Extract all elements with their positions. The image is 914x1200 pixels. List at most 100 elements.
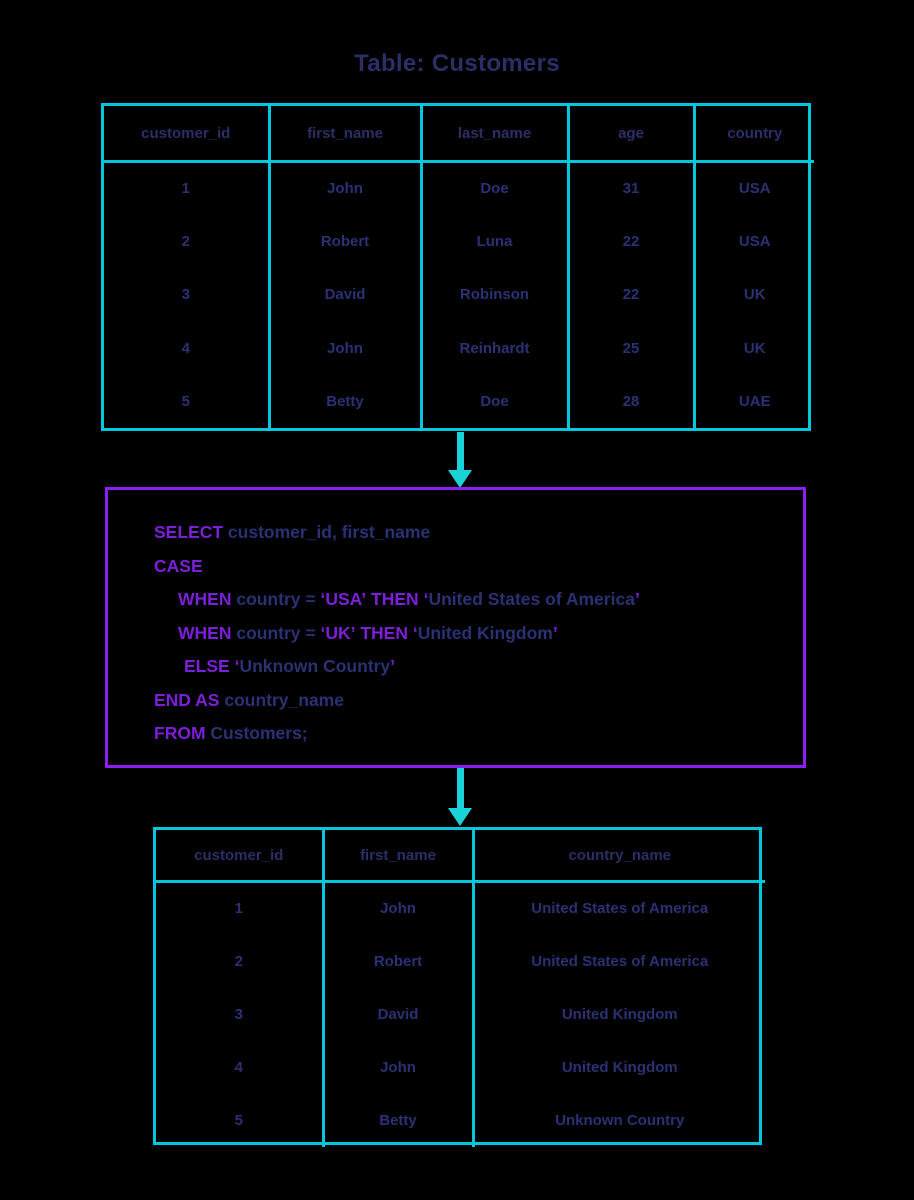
customers-cell-country: USA bbox=[738, 180, 771, 198]
result-cell-first_name: Betty bbox=[323, 1093, 475, 1147]
sql-keyword: FROM bbox=[154, 723, 206, 743]
sql-keyword: ‘USA’ bbox=[320, 589, 367, 609]
result-column-header-customer_id: customer_id bbox=[156, 830, 325, 883]
customers-cell-last_name: Doe bbox=[421, 374, 570, 428]
sql-line-2: CASE bbox=[154, 550, 803, 584]
customers-cell-customer_id: 5 bbox=[104, 374, 271, 428]
page-title: Table: Customers bbox=[354, 50, 560, 77]
sql-line-3: WHEN country = ‘USA’ THEN ‘United States… bbox=[154, 583, 803, 617]
customers-cell-last_name: Doe bbox=[421, 161, 570, 215]
result-cell-customer_id: 5 bbox=[156, 1093, 325, 1147]
arrow-head-icon bbox=[448, 808, 472, 826]
sql-text: Customers; bbox=[205, 723, 308, 743]
customers-cell-customer_id: 2 bbox=[104, 214, 271, 269]
arrow-head-icon bbox=[448, 470, 472, 488]
customers-cell-customer_id: 3 bbox=[104, 268, 271, 322]
arrow-customers-to-query bbox=[445, 432, 475, 488]
sql-line-6: END AS country_name bbox=[154, 684, 803, 718]
result-cell-country_name: United Kingdom bbox=[561, 1005, 678, 1023]
sql-line-7: FROM Customers; bbox=[154, 717, 803, 751]
customers-cell-age: 22 bbox=[568, 268, 696, 322]
sql-text: Unknown Country bbox=[239, 656, 391, 676]
sql-keyword: ‘ bbox=[412, 622, 418, 643]
customers-column-header-customer_id: customer_id bbox=[104, 106, 271, 163]
customers-cell-first_name: John bbox=[269, 321, 423, 375]
sql-text: United States of America bbox=[428, 589, 635, 609]
sql-keyword: ’ bbox=[390, 656, 396, 676]
customers-cell-age: 31 bbox=[568, 161, 696, 215]
customers-cell-country: UAE bbox=[738, 392, 771, 410]
sql-keyword: ‘ bbox=[423, 589, 429, 609]
sql-keyword: CASE bbox=[154, 555, 203, 576]
customers-cell-first_name: Robert bbox=[269, 214, 423, 269]
customers-cell-last_name: Reinhardt bbox=[421, 321, 570, 375]
customers-cell-first_name: Betty bbox=[269, 374, 423, 428]
customers-cell-country: UK bbox=[743, 339, 766, 357]
customers-cell-first_name: John bbox=[269, 161, 423, 215]
customers-cell-customer_id: 1 bbox=[104, 161, 271, 215]
result-column-header-country_name: country_name bbox=[473, 830, 765, 883]
sql-line-5: ELSE ‘Unknown Country’ bbox=[154, 650, 803, 684]
customers-cell-age: 25 bbox=[568, 321, 696, 375]
customers-column-header-last_name: last_name bbox=[421, 106, 570, 163]
sql-keyword: END AS bbox=[154, 689, 220, 710]
result-cell-first_name: John bbox=[323, 881, 475, 935]
customers-cell-first_name: David bbox=[269, 268, 423, 322]
result-cell-country_name: United Kingdom bbox=[561, 1058, 678, 1076]
arrow-query-to-result bbox=[445, 768, 475, 828]
sql-text: customer_id, first_name bbox=[223, 522, 431, 542]
result-cell-customer_id: 1 bbox=[156, 881, 325, 935]
result-cell-customer_id: 2 bbox=[156, 934, 325, 988]
sql-keyword: ‘UK’ bbox=[320, 622, 356, 643]
result-cell-country_name: United States of America bbox=[531, 952, 709, 970]
sql-text: country = bbox=[231, 622, 321, 643]
sql-keyword: ’ bbox=[552, 622, 558, 643]
sql-keyword: WHEN bbox=[178, 622, 232, 643]
arrow-shaft bbox=[457, 432, 464, 472]
sql-keyword: THEN bbox=[360, 622, 408, 643]
customers-cell-country: UK bbox=[743, 286, 766, 304]
sql-keyword: WHEN bbox=[178, 589, 232, 609]
result-cell-customer_id: 4 bbox=[156, 1040, 325, 1094]
customers-cell-last_name: Robinson bbox=[421, 268, 570, 322]
sql-keyword: ’ bbox=[634, 589, 640, 609]
customers-cell-customer_id: 4 bbox=[104, 321, 271, 375]
result-cell-first_name: David bbox=[323, 987, 475, 1041]
customers-cell-age: 22 bbox=[568, 214, 696, 269]
sql-text: country_name bbox=[219, 689, 344, 710]
result-cell-first_name: Robert bbox=[323, 934, 475, 988]
sql-keyword: ELSE bbox=[184, 656, 230, 676]
result-cell-country_name: Unknown Country bbox=[555, 1111, 685, 1129]
sql-text: country = bbox=[231, 589, 321, 609]
result-cell-first_name: John bbox=[323, 1040, 475, 1094]
arrow-shaft bbox=[457, 768, 464, 810]
customers-cell-last_name: Luna bbox=[421, 214, 570, 269]
sql-text: United Kingdom bbox=[417, 622, 553, 643]
result-cell-customer_id: 3 bbox=[156, 987, 325, 1041]
sql-keyword: THEN bbox=[371, 589, 419, 609]
sql-line-1: SELECT customer_id, first_name bbox=[154, 516, 803, 550]
sql-keyword: SELECT bbox=[154, 522, 224, 542]
customers-cell-age: 28 bbox=[568, 374, 696, 428]
result-cell-country_name: United States of America bbox=[531, 900, 709, 918]
customers-cell-country: USA bbox=[738, 232, 771, 250]
sql-line-4: WHEN country = ‘UK’ THEN ‘United Kingdom… bbox=[154, 617, 803, 651]
customers-column-header-age: age bbox=[568, 106, 696, 163]
customers-column-header-first_name: first_name bbox=[269, 106, 423, 163]
